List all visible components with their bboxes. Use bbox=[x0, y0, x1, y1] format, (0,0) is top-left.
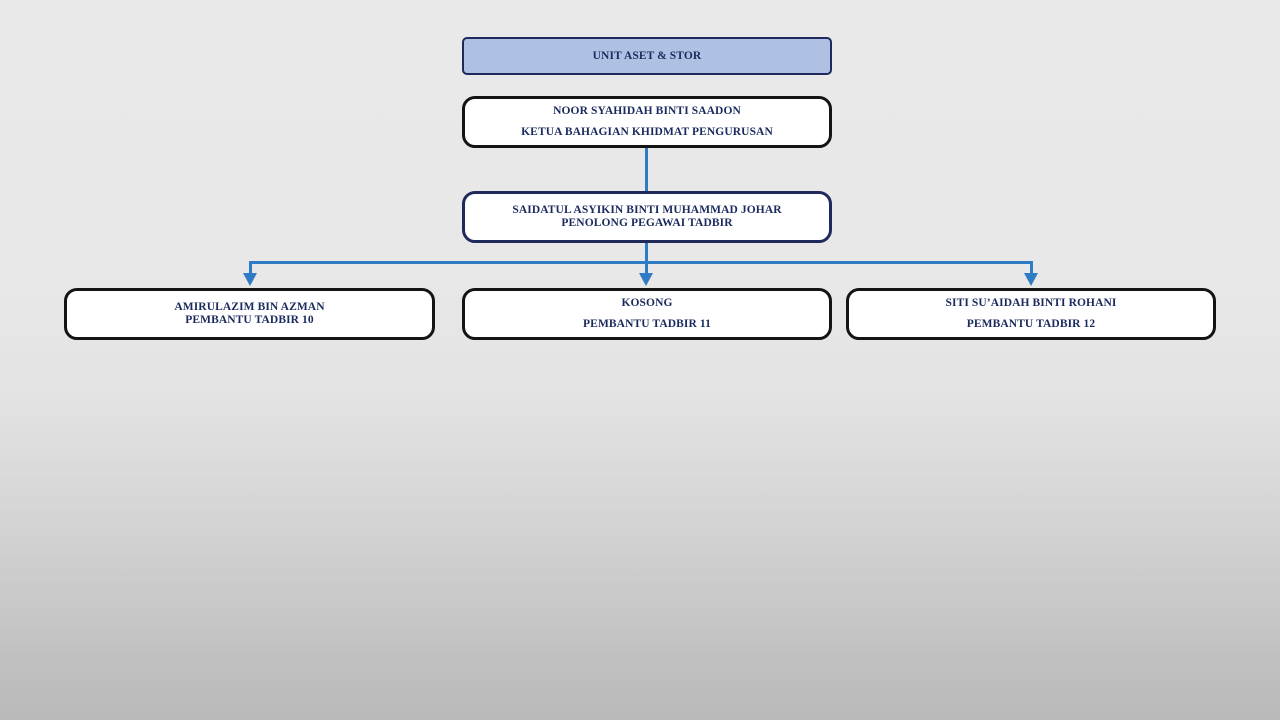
node-staff-3-name: SITI SU’AIDAH BINTI ROHANI bbox=[945, 297, 1117, 309]
connector-ketua-to-penolong bbox=[645, 148, 648, 192]
node-staff-2-position: PEMBANTU TADBIR 11 bbox=[583, 318, 711, 330]
connector-penolong-stem bbox=[645, 243, 648, 264]
connector-horizontal-bus bbox=[249, 261, 1033, 264]
node-ketua-position: KETUA BAHAGIAN KHIDMAT PENGURUSAN bbox=[521, 126, 773, 138]
node-penolong-pegawai-tadbir[interactable]: SAIDATUL ASYIKIN BINTI MUHAMMAD JOHAR PE… bbox=[462, 191, 832, 243]
connector-drop-staff-2 bbox=[645, 261, 648, 274]
node-ketua-name: NOOR SYAHIDAH BINTI SAADON bbox=[553, 105, 741, 117]
connector-drop-staff-3 bbox=[1030, 261, 1033, 274]
node-staff-pembantu-tadbir-10[interactable]: AMIRULAZIM BIN AZMAN PEMBANTU TADBIR 10 bbox=[64, 288, 435, 340]
connector-drop-staff-1 bbox=[249, 261, 252, 274]
node-ketua-bahagian[interactable]: NOOR SYAHIDAH BINTI SAADON KETUA BAHAGIA… bbox=[462, 96, 832, 148]
node-staff-pembantu-tadbir-11[interactable]: KOSONG PEMBANTU TADBIR 11 bbox=[462, 288, 832, 340]
node-penolong-position: PENOLONG PEGAWAI TADBIR bbox=[561, 217, 733, 229]
node-staff-3-position: PEMBANTU TADBIR 12 bbox=[966, 318, 1096, 330]
node-staff-pembantu-tadbir-12[interactable]: SITI SU’AIDAH BINTI ROHANI PEMBANTU TADB… bbox=[846, 288, 1216, 340]
arrowhead-staff-1-icon bbox=[243, 273, 257, 286]
node-staff-2-name: KOSONG bbox=[621, 297, 673, 309]
node-staff-1-position: PEMBANTU TADBIR 10 bbox=[185, 314, 314, 326]
node-unit-aset-stor[interactable]: UNIT ASET & STOR bbox=[462, 37, 832, 75]
node-staff-1-name: AMIRULAZIM BIN AZMAN bbox=[174, 300, 325, 313]
node-penolong-name: SAIDATUL ASYIKIN BINTI MUHAMMAD JOHAR bbox=[512, 203, 782, 216]
arrowhead-staff-2-icon bbox=[639, 273, 653, 286]
arrowhead-staff-3-icon bbox=[1024, 273, 1038, 286]
node-unit-title: UNIT ASET & STOR bbox=[592, 50, 702, 62]
